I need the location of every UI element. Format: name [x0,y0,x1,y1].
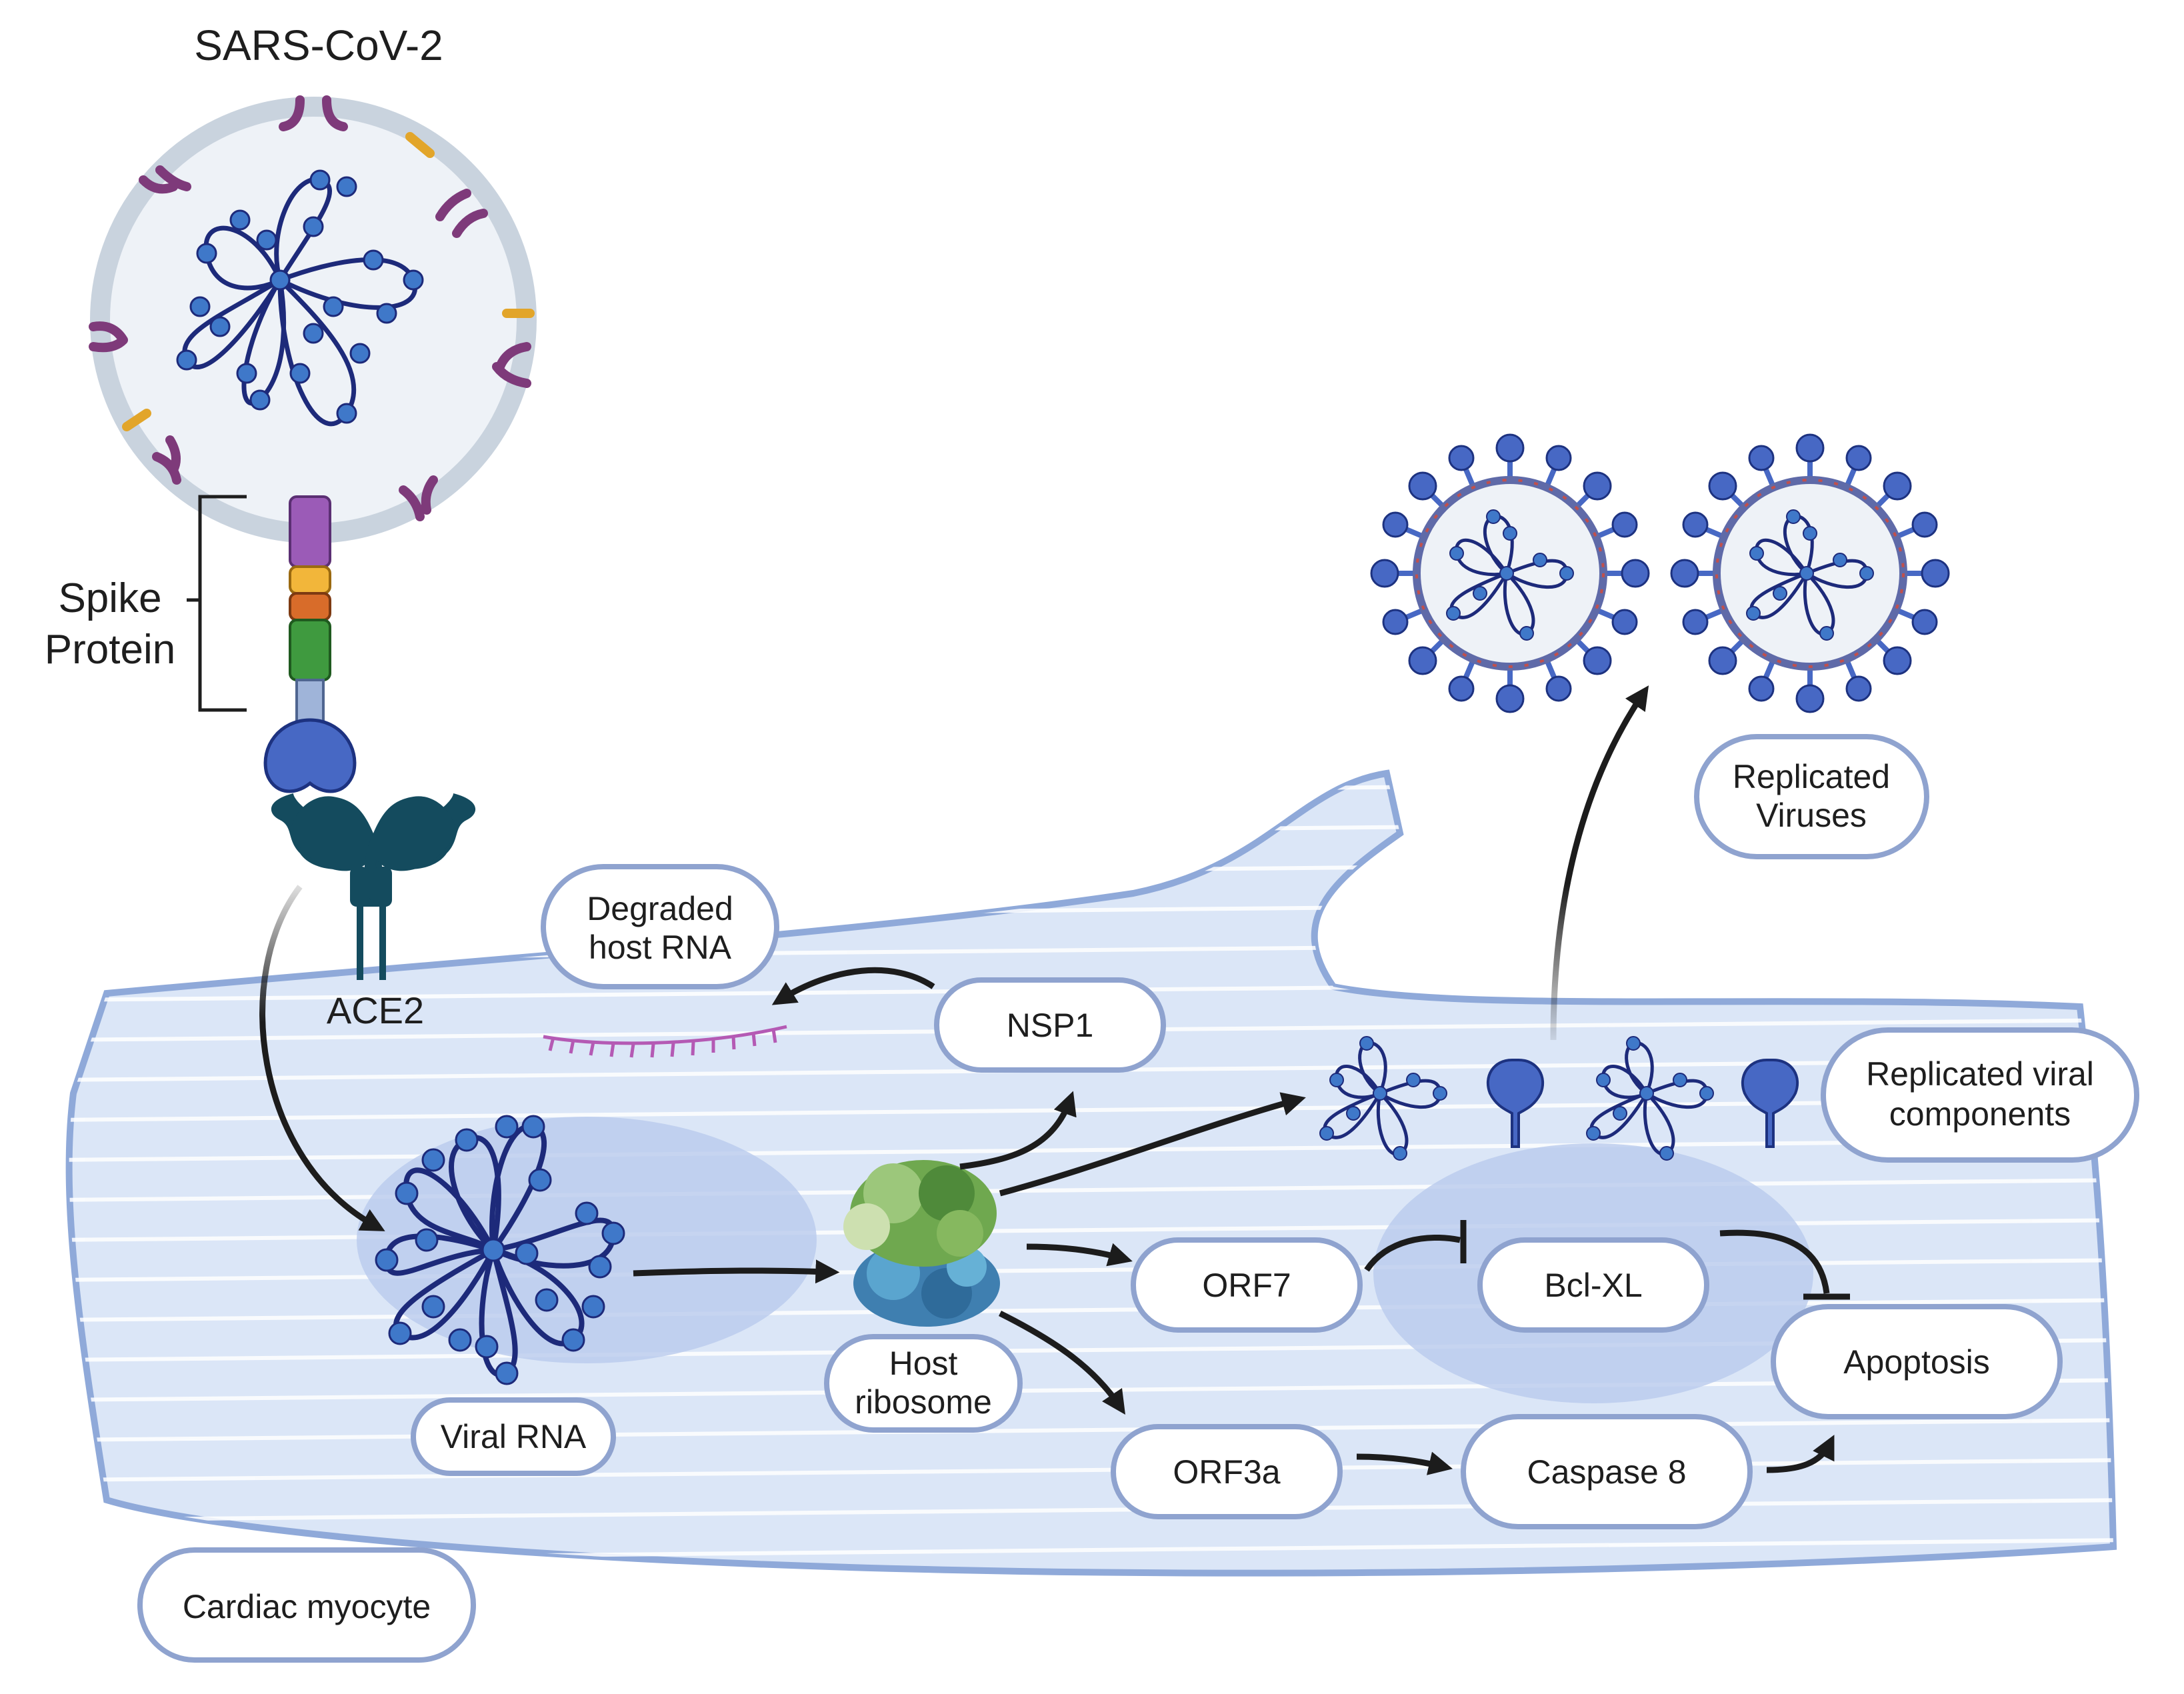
degraded-host-rna-label-line2: host RNA [589,929,732,966]
viral-rna [375,1115,625,1385]
cardiac-myocyte-label: Cardiac myocyte [183,1588,431,1625]
viral-rna-label: Viral RNA [441,1418,587,1455]
virion-rna-beads [176,169,424,424]
replicated-viral-components-box [1821,1027,2139,1163]
replicated-virus-2 [1670,433,1950,713]
nsp1-label: NSP1 [1007,1007,1094,1044]
ace2-label: ACE2 [327,989,424,1031]
replicated-viral-components-label-line1: Replicated viral [1866,1055,2094,1093]
replicated-viral-components [1319,1036,1799,1161]
virus-title: SARS-CoV-2 [194,21,443,69]
caspase8-box [1461,1414,1753,1529]
degraded-host-rna-box [541,864,779,989]
host-ribosome-label-line1: Host [889,1345,958,1382]
bcl-xl-box [1477,1237,1709,1333]
bcl-xl-label: Bcl-XL [1544,1267,1642,1304]
inhibit-orf7-bclxl [1364,1234,1461,1272]
replicated-viruses-box [1694,734,1929,859]
replicated-viruses-label-line2: Viruses [1756,797,1867,834]
arrows [259,685,1850,1475]
sars-cov-2-virion [89,95,537,543]
arrow-nsp1-to-degraded-rna [771,967,935,1005]
arrow-ribosome-to-orf3a [998,1310,1125,1415]
label-boxes [137,734,2139,1663]
component-spike-2 [1741,1059,1799,1148]
spike-protein-label-line1: Spike [58,575,161,621]
replicated-viruses-label-line1: Replicated [1733,758,1890,795]
host-ribosome [843,1160,1000,1327]
arrow-entry-to-viral-rna [259,885,385,1231]
replicated-viral-components-label-line2: components [1889,1095,2071,1133]
arrow-viral-rna-to-ribosome [633,1259,840,1284]
apoptosis-label: Apoptosis [1843,1343,1990,1381]
host-ribosome-box [824,1334,1023,1433]
arrow-ribosome-to-nsp1 [959,1091,1077,1170]
cardiac-myocyte-box [137,1547,476,1663]
apoptosis-box [1771,1304,2063,1419]
spike-bracket [187,495,247,712]
spike-protein [263,495,357,793]
component-rna-2-beads [1586,1036,1714,1161]
spike-protein-label-line2: Protein [45,627,175,673]
inhibit-bclxl-apoptosis [1719,1229,1830,1294]
host-ribosome-label-line2: ribosome [855,1383,992,1421]
arrow-ribosome-to-orf7 [1026,1243,1133,1267]
component-rna-1-beads [1319,1036,1447,1161]
label-texts: Cardiac myocyte Viral RNA Host ribosome … [183,758,2094,1625]
degraded-host-rna [543,1025,787,1058]
orf3a-box [1111,1424,1343,1519]
orf7-box [1131,1237,1363,1333]
ace2-receptor [271,793,476,980]
viral-rna-box [411,1397,616,1476]
caspase8-label: Caspase 8 [1527,1453,1686,1491]
virion-envelope-proteins [122,132,535,431]
arrow-caspase8-to-apoptosis [1766,1435,1835,1473]
arrow-orf3a-to-caspase8 [1356,1451,1453,1475]
component-spike-1 [1486,1059,1545,1148]
replicated-virus-1 [1370,433,1650,713]
nucleus-left [357,1117,817,1363]
arrow-ribosome-to-components [999,1092,1306,1197]
virion-surface-proteins [89,95,531,521]
orf3a-label: ORF3a [1173,1453,1280,1491]
orf7-label: ORF7 [1202,1267,1291,1304]
arrow-components-to-viruses [1550,685,1649,1041]
degraded-host-rna-label-line1: Degraded [587,890,733,927]
nsp1-box [934,977,1166,1073]
